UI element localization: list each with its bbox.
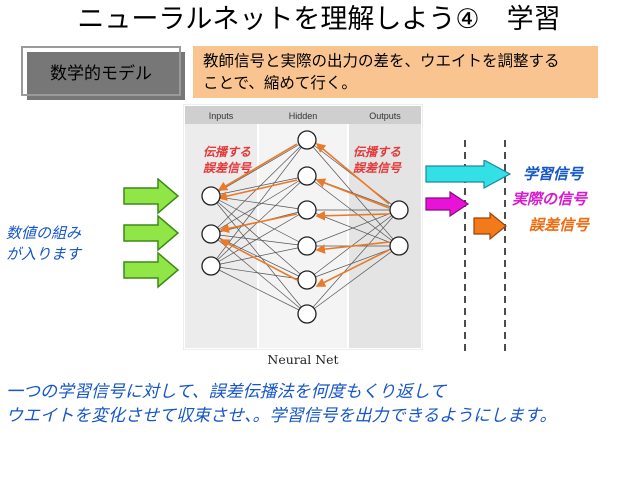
bottom-explanation: 一つの学習信号に対して、誤差伝播法を何度もくり返して ウエイトを変化させて収束さ… [6,380,556,428]
error-propagation-arrow [217,143,298,191]
connection-line [306,175,400,247]
error-signal-arrow-icon [473,211,507,241]
teacher-signal-arrow-icon [425,160,512,190]
connection-line [306,209,400,247]
bottom-text-line-1: 一つの学習信号に対して、誤差伝播法を何度もくり返して [6,382,447,402]
error-propagation-arrow [315,178,390,209]
legend-error-signal: 誤差信号 [529,216,590,234]
propagate-label-left-2: 誤差信号 [203,161,252,175]
network-nodes [201,130,409,324]
input-arrow-icon [123,178,180,215]
input-arrow-icon [123,214,180,252]
connection-line [210,175,308,267]
hidden-node [297,130,317,150]
connection-line [210,265,308,315]
output-node [389,236,409,256]
legend-actual-signal: 実際の信号 [512,190,588,208]
error-propagation-arrow [315,241,390,254]
model-label: 数学的モデル [50,63,152,84]
hidden-node [297,166,317,186]
legend-teacher-signal: 学習信号 [523,165,584,183]
error-propagation-arrow [217,179,298,201]
neural-net-diagram: Inputs Hidden Outputs 伝播する 誤差信号 伝播する 誤差信… [183,104,423,350]
connection-line [210,209,308,267]
hidden-node [297,236,317,256]
outputs-header: Outputs [369,111,401,121]
propagate-label-right-2: 誤差信号 [353,161,402,175]
connection-line [306,245,400,281]
propagation-arrows [217,142,390,287]
connection-line [210,195,308,315]
connection-line [210,233,308,247]
description-line-2: ことで、縮めて行く。 [203,74,357,92]
input-node [201,224,221,244]
error-propagation-arrow [219,239,298,281]
propagate-label-right-1: 伝播する [353,145,401,159]
hidden-node [297,270,317,290]
description-line-1: 教師信号と実際の出力の差を、ウエイトを調整する [203,52,560,70]
hidden-node [297,200,317,220]
model-label-box: 数学的モデル [21,46,185,100]
propagate-label-left-1: 伝播する [203,145,251,159]
hidden-node [297,304,317,324]
input-node [201,256,221,276]
error-propagation-arrow [219,213,298,234]
connection-line [306,245,400,315]
error-propagation-arrow [315,249,390,287]
inputs-header: Inputs [209,111,234,121]
actual-signal-arrow-icon [425,190,470,218]
input-caption: 数値の組み が入ります [6,223,106,265]
connection-line [306,209,400,281]
input-caption-line-1: 数値の組み [6,224,82,242]
error-propagation-arrow [315,210,390,221]
page-title: ニューラルネットを理解しよう④ 学習 [77,4,561,35]
output-node [389,200,409,220]
connection-line [210,245,308,267]
hidden-header: Hidden [289,111,318,121]
neural-net-caption: Neural Net [267,352,339,367]
input-node [201,186,221,206]
outputs-column-bg [349,106,421,348]
connection-line [210,139,308,235]
signal-arrows [425,160,512,241]
connection-line [306,209,400,315]
input-caption-line-2: が入ります [6,245,82,263]
input-arrow-icon [123,251,180,289]
error-propagation-arrow [315,142,390,205]
input-arrows [123,178,180,289]
description-box: 教師信号と実際の出力の差を、ウエイトを調整する ことで、縮めて行く。 [193,46,598,98]
bottom-text-line-2: ウエイトを変化させて収束させ、。学習信号を出力できるようにします。 [6,406,557,426]
